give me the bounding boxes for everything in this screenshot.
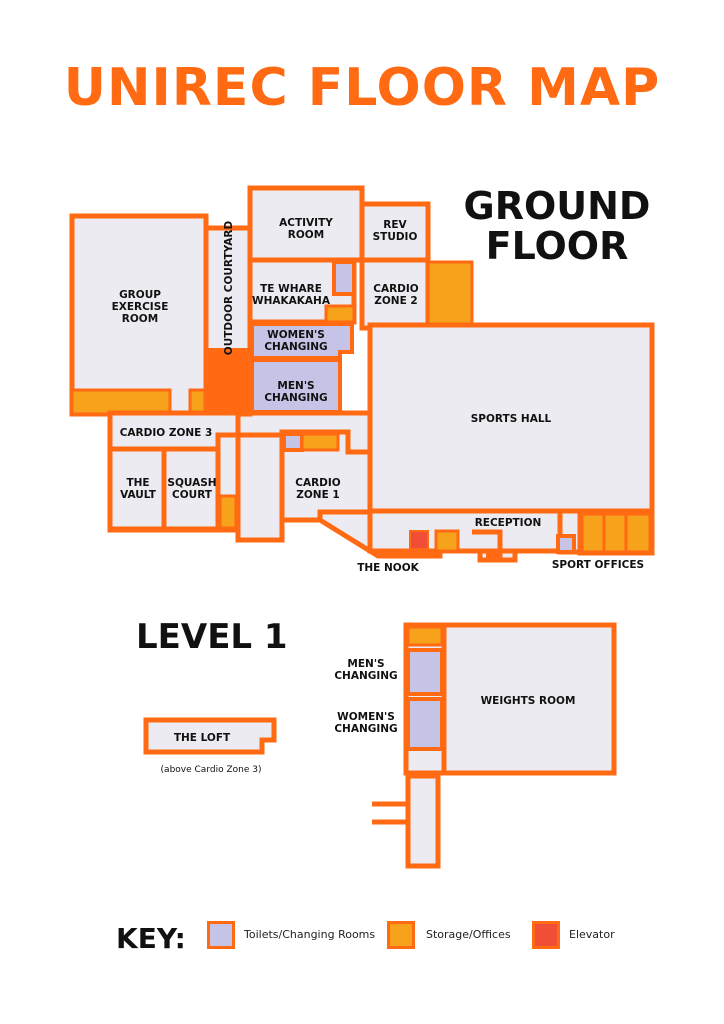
storage-group-exercise: [70, 388, 172, 416]
label-cardio-zone-1-2: ZONE 1: [296, 489, 339, 501]
map-title: UNIREC FLOOR MAP: [63, 58, 661, 118]
label-the-nook: THE NOOK: [357, 562, 419, 574]
room-sports-hall: [367, 322, 655, 514]
key-swatch-elevator: [532, 921, 560, 949]
wall-reception-desk: [472, 529, 503, 559]
label-l1-mens-changing-1: MEN'S: [347, 658, 384, 670]
room-the-loft: [143, 717, 277, 755]
level1-stair-spur: [372, 801, 408, 825]
storage-cardio-zone-2: [426, 260, 474, 328]
room-the-vault: [107, 446, 167, 532]
room-group-exercise: [69, 213, 209, 417]
changing-mens: [250, 358, 342, 414]
key-label-elevator: Elevator: [569, 928, 615, 941]
label-activity-room-1: ACTIVITY: [279, 217, 333, 229]
changing-level1-womens: [406, 697, 444, 751]
label-group-exercise-3: ROOM: [122, 313, 158, 325]
label-reception: RECEPTION: [475, 517, 542, 529]
room-rev-studio: [359, 201, 431, 263]
label-the-vault-1: THE: [126, 477, 149, 489]
storage-office-1: [580, 512, 606, 554]
ground-floor-heading: GROUND FLOOR: [452, 186, 662, 266]
label-squash-court-2: COURT: [172, 489, 213, 501]
map-key: KEY: Toilets/Changing Rooms Storage/Offi…: [0, 918, 724, 958]
label-sports-hall: SPORTS HALL: [471, 413, 552, 425]
storage-cardio-zone-1: [300, 432, 340, 452]
label-mens-changing-1: MEN'S: [277, 380, 314, 392]
label-sport-offices: SPORT OFFICES: [552, 559, 644, 571]
label-l1-womens-changing-1: WOMEN'S: [337, 711, 395, 723]
label-weights-room: WEIGHTS ROOM: [481, 695, 576, 707]
level1-stair-corridor: [405, 773, 441, 869]
storage-te-whare: [324, 304, 356, 324]
label-cardio-zone-3: CARDIO ZONE 3: [120, 427, 213, 439]
label-mens-changing-2: CHANGING: [264, 392, 327, 404]
label-the-loft-note: (above Cardio Zone 3): [161, 765, 262, 775]
label-activity-room-2: ROOM: [288, 229, 324, 241]
storage-office-2: [602, 512, 628, 554]
changing-office: [556, 534, 576, 554]
label-l1-womens-changing-2: CHANGING: [334, 723, 397, 735]
label-womens-changing-2: CHANGING: [264, 341, 327, 353]
elevator-ground: [409, 530, 429, 550]
label-cardio-zone-2-1: CARDIO: [373, 283, 419, 295]
ground-floor-heading-line1: GROUND: [463, 184, 651, 228]
room-squash-court: [161, 446, 221, 532]
label-the-vault-2: VAULT: [120, 489, 157, 501]
label-womens-changing-1: WOMEN'S: [267, 329, 325, 341]
changing-te-whare: [332, 260, 356, 296]
storage-level1: [406, 625, 444, 647]
level-1-heading: LEVEL 1: [136, 617, 288, 657]
corridor-center: [235, 432, 285, 543]
label-the-loft: THE LOFT: [174, 732, 231, 744]
key-label-changing: Toilets/Changing Rooms: [244, 928, 376, 941]
label-cardio-zone-1-1: CARDIO: [295, 477, 341, 489]
label-te-whare-2: WHAKAKAHA: [252, 295, 331, 307]
label-squash-court-1: SQUASH: [167, 477, 216, 489]
label-group-exercise-1: GROUP: [119, 289, 161, 301]
key-swatch-changing: [207, 921, 235, 949]
key-title: KEY:: [116, 922, 186, 955]
storage-stairs: [218, 494, 238, 530]
changing-cardio-zone-1: [282, 432, 304, 452]
room-weights: [441, 622, 617, 776]
area-reception: [367, 508, 563, 554]
room-cardio-zone-2: [359, 257, 431, 331]
storage-office-3: [624, 512, 652, 554]
label-rev-studio-1: REV: [383, 219, 407, 231]
storage-courtyard: [207, 348, 249, 414]
key-label-storage: Storage/Offices: [426, 928, 511, 941]
label-rev-studio-2: STUDIO: [373, 231, 418, 243]
key-swatch-storage: [387, 921, 415, 949]
label-te-whare-1: TE WHARE: [260, 283, 322, 295]
room-cardio-zone-3: [107, 410, 241, 452]
ground-floor-heading-line2: FLOOR: [485, 224, 629, 268]
label-outdoor-courtyard: OUTDOOR COURTYARD: [223, 221, 235, 356]
label-l1-mens-changing-2: CHANGING: [334, 670, 397, 682]
changing-level1-mens: [406, 648, 444, 696]
label-group-exercise-2: EXERCISE: [112, 301, 169, 313]
label-cardio-zone-2-2: ZONE 2: [374, 295, 417, 307]
storage-nook: [434, 529, 460, 553]
